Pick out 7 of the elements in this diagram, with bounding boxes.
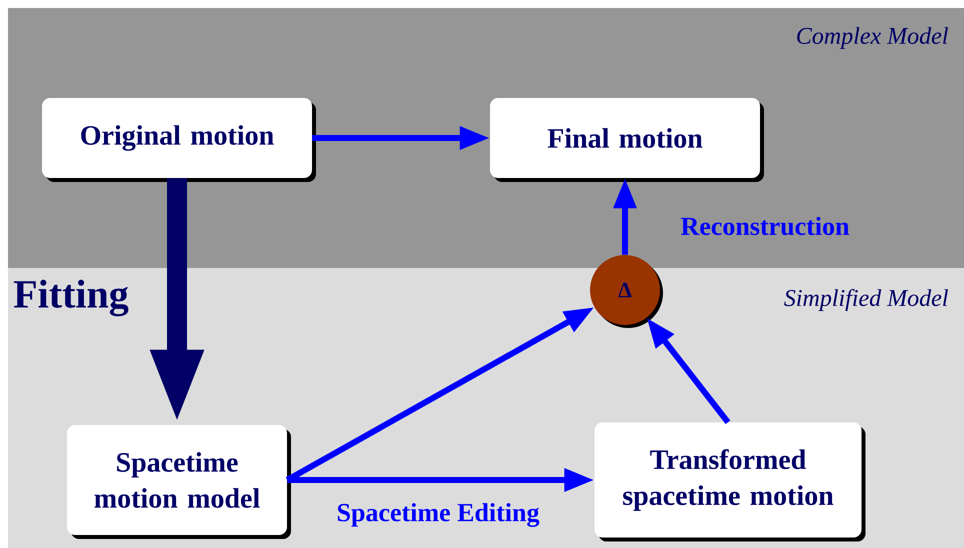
edge-label: Spacetime Editing bbox=[338, 503, 540, 527]
edge-label: Fitting bbox=[14, 280, 128, 316]
process-box: Original motion bbox=[42, 98, 316, 182]
process-box: Transformed spacetime motion bbox=[594, 422, 866, 542]
process-box: Spacetime motion model bbox=[67, 425, 291, 539]
edge-label: Reconstruction bbox=[680, 216, 850, 236]
process-box: Final motion bbox=[490, 98, 764, 182]
